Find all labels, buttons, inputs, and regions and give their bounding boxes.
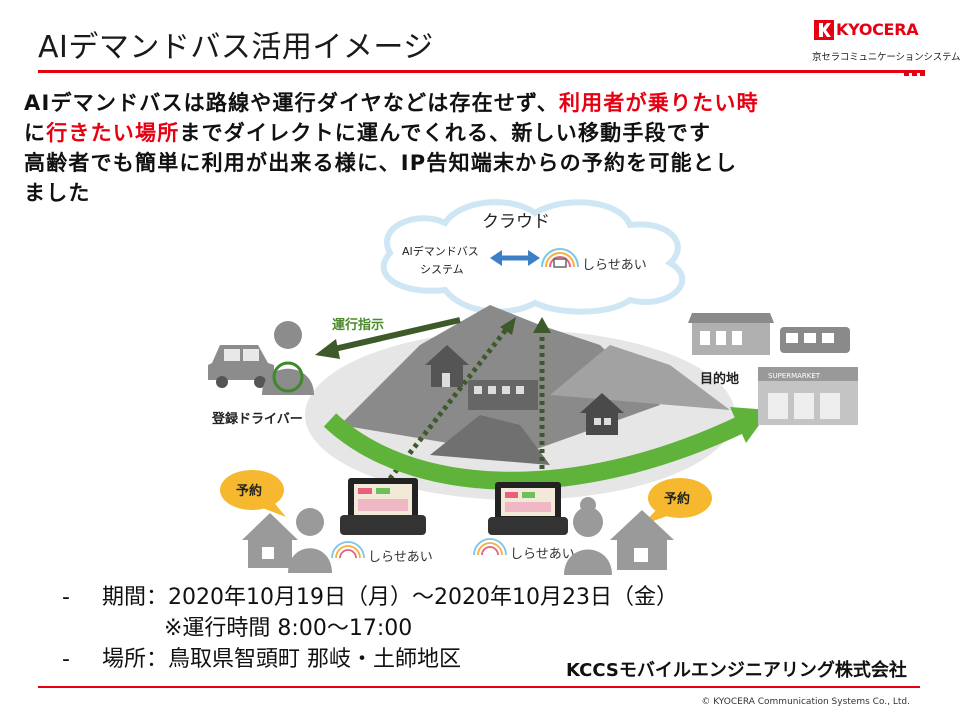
house-icon <box>242 513 298 568</box>
logo-subtitle: 京セラコミュニケーションシステム <box>812 52 960 63</box>
mountain <box>430 415 550 465</box>
shirase-label: しらせあい <box>368 550 433 565</box>
elderly-man-icon <box>288 508 332 573</box>
page-title: AIデマンドバス活用イメージ <box>38 30 434 65</box>
lead-line-2: に行きたい場所までダイレクトに運んでくれる、新しい移動手段です <box>24 118 944 148</box>
house-icon <box>580 393 624 435</box>
logo-dots-icon <box>904 70 925 76</box>
cloud-label: クラウド <box>482 212 550 232</box>
system-label-2: システム <box>420 263 464 276</box>
footer-divider <box>38 686 920 688</box>
building-icon <box>468 380 538 410</box>
usage-diagram: クラウド AIデマンドバス システム しらせあい <box>208 199 858 575</box>
elderly-woman-icon <box>564 497 612 575</box>
driver-label: 登録ドライバー <box>211 411 303 427</box>
dispatch-label: 運行指示 <box>332 317 384 333</box>
shirase-label: しらせあい <box>510 547 575 562</box>
logo-brand: KYOCERA <box>836 20 919 39</box>
driver-person-icon <box>262 321 314 395</box>
kyocera-logo: KYOCERA 京セラコミュニケーションシステム <box>812 18 960 78</box>
period-row: - 期間：2020年10月19日（月）～2020年10月23日（金） <box>62 582 678 613</box>
lead-text: に <box>24 121 47 145</box>
lead-line-4: ました <box>24 181 91 205</box>
shirase-logo: しらせあい <box>473 538 575 562</box>
destination-label: 目的地 <box>700 371 739 387</box>
house-icon <box>425 345 469 387</box>
store-icon <box>688 313 774 355</box>
list-dash: - <box>62 647 70 672</box>
reserve-bubble-tail <box>260 500 286 517</box>
supermarket-icon <box>758 367 858 425</box>
copyright: © KYOCERA Communication Systems Co., Ltd… <box>701 697 910 707</box>
dispatch-arrow <box>315 317 461 359</box>
train-icon <box>780 327 850 353</box>
ip-terminal-icon <box>488 482 568 535</box>
place-row: - 場所：鳥取県智頭町 那岐・土師地区 <box>62 644 678 675</box>
mountain <box>550 345 730 410</box>
shirase-label: しらせあい <box>582 258 647 273</box>
company-name: KCCSモバイルエンジニアリング株式会社 <box>566 660 907 681</box>
system-label-1: AIデマンドバス <box>402 244 479 258</box>
reserve-bubble <box>220 470 284 510</box>
supermarket-label: SUPERMARKET <box>768 372 821 380</box>
lead-line-3: 高齢者でも簡単に利用が出来る様に、IP告知端末からの予約を可能とし <box>24 151 738 175</box>
lead-line-1: AIデマンドバスは路線や運行ダイヤなどは存在せず、利用者が乗りたい時 <box>24 88 944 118</box>
place-text: 場所：鳥取県智頭町 那岐・土師地区 <box>102 647 461 672</box>
lead-text: までダイレクトに運んでくれる、新しい移動手段です <box>179 121 712 145</box>
period-text: 期間：2020年10月19日（月）～2020年10月23日（金） <box>102 585 678 610</box>
ip-terminal-icon <box>340 478 426 535</box>
kyocera-mark-icon <box>814 20 834 40</box>
hours-row: ※運行時間 8:00～17:00 <box>164 616 413 641</box>
shirase-logo: しらせあい <box>331 541 433 565</box>
title-divider <box>38 70 920 73</box>
list-dash: - <box>62 585 70 610</box>
lead-highlight: 行きたい場所 <box>46 121 180 145</box>
shirase-logo-cloud: しらせあい <box>541 248 647 273</box>
dotted-arrow <box>533 317 551 485</box>
driver-car-icon <box>208 345 274 388</box>
details-list: - 期間：2020年10月19日（月）～2020年10月23日（金） ※運行時間 … <box>62 582 678 675</box>
reserve-label: 予約 <box>664 491 690 507</box>
lead-text: AIデマンドバスは路線や運行ダイヤなどは存在せず、 <box>24 91 559 115</box>
house-icon <box>610 510 674 570</box>
lead-highlight: 利用者が乗りたい時 <box>558 91 759 115</box>
lead-paragraph: AIデマンドバスは路線や運行ダイヤなどは存在せず、利用者が乗りたい時 に行きたい… <box>24 88 944 208</box>
reserve-bubble <box>648 478 712 518</box>
reserve-label: 予約 <box>236 483 262 499</box>
double-arrow-icon <box>490 250 540 266</box>
